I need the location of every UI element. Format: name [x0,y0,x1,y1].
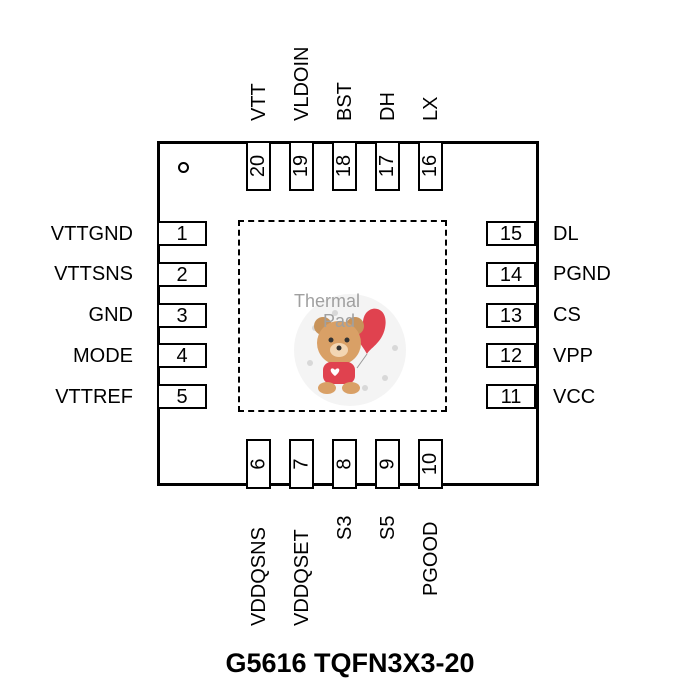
pin-label: LX [420,96,442,121]
pin-box: 10 [418,439,443,489]
pin-label: PGOOD [420,521,442,596]
pin-box: 12 [486,343,536,368]
thermal-pad [238,220,447,412]
pin-label: VDDQSNS [248,527,270,626]
pin-number: 20 [247,154,270,178]
pin-box: 11 [486,384,536,409]
pin-number: 16 [419,154,442,178]
pin-number: 10 [419,452,442,476]
pin-label: S5 [377,515,399,540]
pin-box: 7 [289,439,314,489]
pin-box: 19 [289,141,314,191]
pin-number: 19 [290,154,313,178]
pin-label: BST [334,82,356,121]
pin-number: 5 [176,385,188,408]
thermal-pad-label-line2: Pad [323,311,356,331]
pin-number: 13 [499,304,523,327]
pin-label: VLDOIN [291,46,313,121]
pin-box: 14 [486,262,536,287]
pin-label: VPP [553,345,594,367]
pin-box: 9 [375,439,400,489]
pin-label: VTTREF [55,386,133,408]
pin-box: 1 [157,221,207,246]
pin-number: 9 [376,458,399,470]
pin-box: 15 [486,221,536,246]
pin-box: 2 [157,262,207,287]
pin-box: 18 [332,141,357,191]
pin-label: CS [553,304,581,326]
pin-box: 16 [418,141,443,191]
pin-box: 8 [332,439,357,489]
pin-number: 3 [176,304,188,327]
pin-label: VTT [248,83,270,121]
pin-label: MODE [73,345,133,367]
pin-label: DL [553,223,579,245]
thermal-pad-label-line1: Thermal [294,291,361,311]
pin-box: 4 [157,343,207,368]
pin-box: 17 [375,141,400,191]
pin-label: VDDQSET [291,529,313,626]
pin-box: 6 [246,439,271,489]
pin-number: 11 [500,385,522,408]
pin-number: 2 [176,263,188,286]
pin-label: VCC [553,386,596,408]
pin-label: GND [88,304,133,326]
pin-label: PGND [553,263,611,285]
pin-box: 20 [246,141,271,191]
pin-number: 18 [333,154,356,178]
pin-number: 6 [247,458,270,470]
pin-label: VTTGND [50,223,133,245]
pin-label: S3 [334,515,356,540]
pin-number: 7 [290,458,313,470]
diagram-title: G5616 TQFN3X3-20 [225,648,475,678]
pin-box: 3 [157,303,207,328]
pin-number: 8 [333,458,356,470]
pin-number: 1 [176,222,188,245]
pin-number: 15 [499,222,523,245]
pin1-indicator-dot [178,162,189,173]
pin-label: DH [377,92,399,121]
pin-box: 5 [157,384,207,409]
pin-number: 4 [176,344,188,367]
pin-label: VTTSNS [54,263,133,285]
pin-number: 17 [376,154,399,178]
pin-number: 12 [499,344,523,367]
pin-box: 13 [486,303,536,328]
pin-number: 14 [499,263,523,286]
teddy-bear-watermark-icon [294,294,406,406]
